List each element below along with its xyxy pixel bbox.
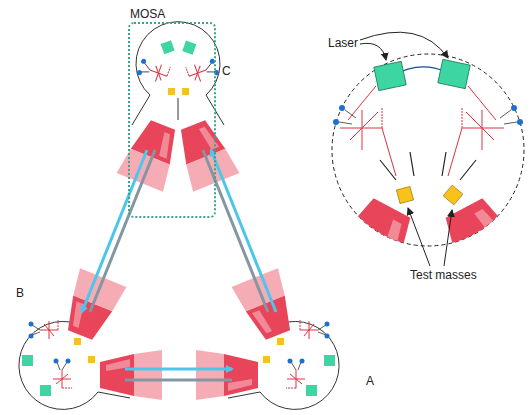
text-label: B: [16, 286, 24, 300]
laser-beams: [82, 150, 276, 380]
module-outline: MOSA: [128, 22, 216, 218]
text-label: Test masses: [410, 268, 477, 282]
text-label: Laser: [328, 36, 358, 50]
spacecraft-a-interior: [263, 320, 335, 396]
module-label: MOSA: [130, 7, 165, 21]
spacecraft-c: [132, 22, 224, 125]
spacecraft-b-interior: [22, 320, 95, 396]
spacecraft-c-interior: [136, 40, 220, 95]
zoom-view: [310, 54, 531, 314]
text-label: A: [366, 374, 374, 388]
leader-lines: [360, 32, 452, 266]
telescopes: [57, 116, 301, 400]
text-label: C: [222, 64, 231, 78]
